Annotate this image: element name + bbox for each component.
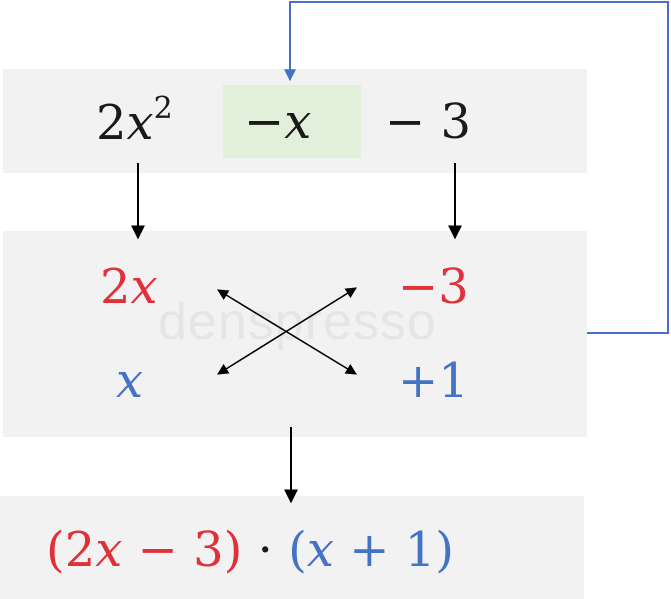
result-dot: · [257,522,273,578]
left-top-var: x [130,259,158,315]
middle-term-highlight [223,85,361,158]
result-blue-var: x [306,522,334,578]
top-var: x [126,95,154,151]
result-red-factor: (2x − 3) [46,522,242,578]
left-bottom-factor: x [116,353,144,409]
top-middle-term: −x [244,98,311,146]
top-coef: 2 [96,95,127,151]
top-exponent: 2 [153,91,173,126]
result-blue-factor: (x + 1) [288,522,454,578]
left-top-coef: 2 [100,259,131,315]
top-constant: − 3 [385,94,472,150]
right-bottom-factor: +1 [398,353,469,409]
right-top-factor: −3 [398,259,469,315]
result-expression: (2x − 3) · (x + 1) [46,526,454,574]
left-top-factor: 2x [100,263,158,311]
result-band [0,496,584,599]
top-expression: 2x2 [96,94,173,148]
result-red-close: − 3) [122,522,243,578]
cross-arrow-up [217,287,357,375]
middle-var: x [284,94,312,150]
feedback-arrow [284,1,669,334]
result-red-open: (2 [46,522,96,578]
result-blue-open: ( [288,522,307,578]
result-blue-close: + 1) [333,522,454,578]
result-red-var: x [95,522,123,578]
middle-sign: − [244,94,285,150]
